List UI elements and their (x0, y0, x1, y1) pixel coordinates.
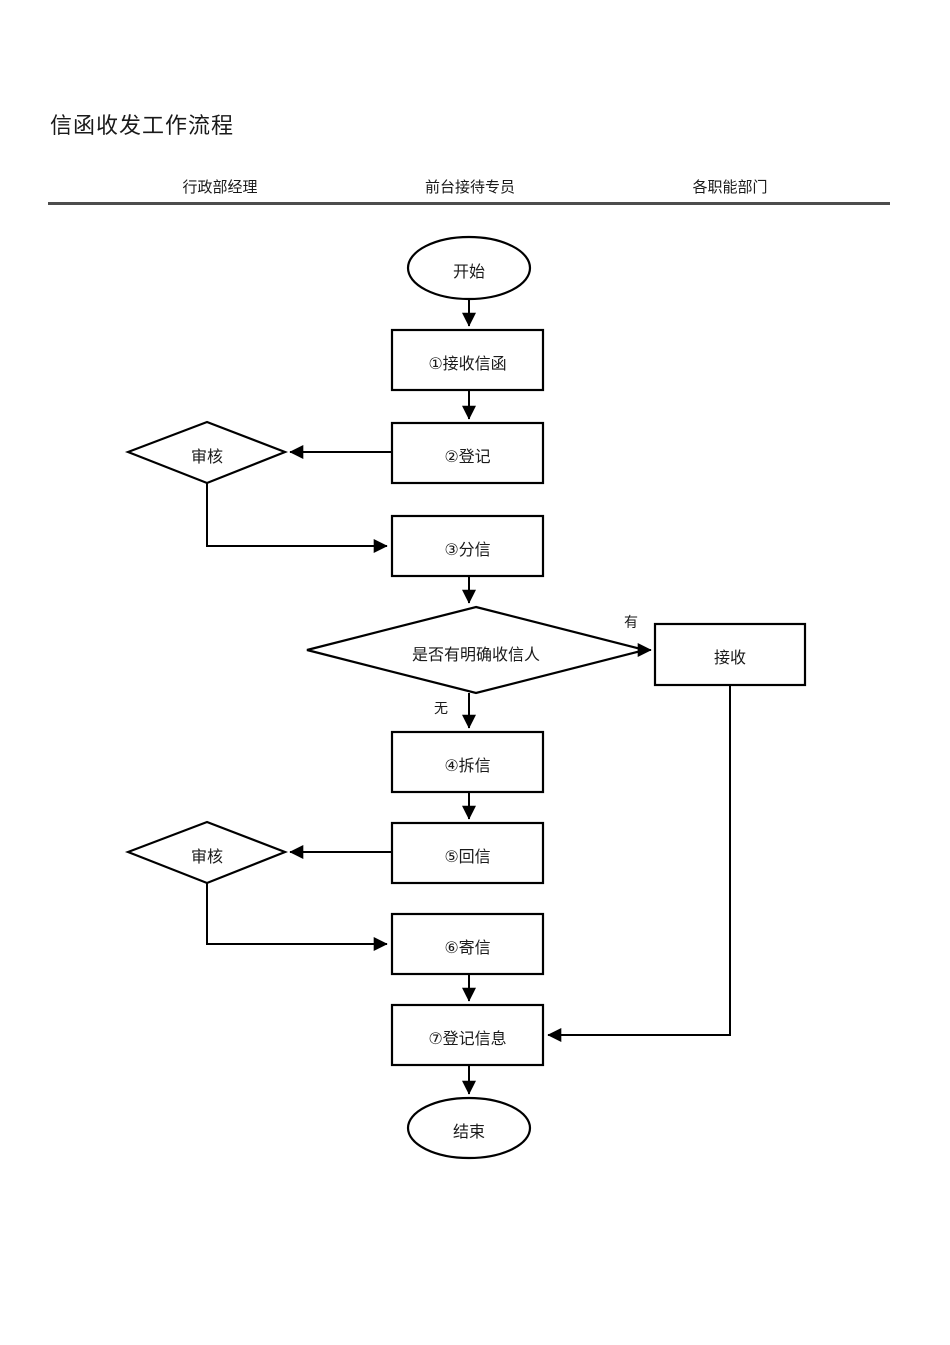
node-review2[interactable] (128, 822, 285, 883)
node-step7-shape (390, 1003, 545, 1067)
node-end-shape (406, 1096, 532, 1160)
node-step6-shape (390, 912, 545, 976)
page-title: 信函收发工作流程 (50, 114, 235, 139)
node-end[interactable] (408, 1098, 530, 1158)
node-step3-shape (390, 514, 545, 578)
column-header-departments: 各职能部门 (692, 178, 768, 196)
node-step1-shape (390, 328, 545, 392)
node-receive[interactable] (655, 624, 805, 685)
edge-review1-to-step3 (206, 483, 388, 553)
node-step2[interactable] (392, 423, 543, 483)
node-step2-shape (390, 421, 545, 485)
node-step6[interactable] (392, 914, 543, 974)
column-header-admin-manager: 行政部经理 (182, 178, 258, 196)
node-step4-shape (390, 730, 545, 794)
node-decision-shape (306, 605, 646, 695)
node-receive-shape (653, 622, 807, 687)
node-step3[interactable] (392, 516, 543, 576)
header-divider (48, 202, 890, 205)
edge-label-no: 无 (434, 701, 448, 717)
node-decision-has-recipient[interactable] (307, 607, 645, 693)
node-step1[interactable] (392, 330, 543, 390)
column-header-front-desk: 前台接待专员 (424, 178, 515, 196)
node-review1[interactable] (128, 422, 285, 483)
node-step7[interactable] (392, 1005, 543, 1065)
edge-receive-to-step7 (547, 685, 731, 1042)
edge-label-yes: 有 (624, 615, 638, 631)
node-step4[interactable] (392, 732, 543, 792)
node-step5[interactable] (392, 823, 543, 883)
node-start[interactable] (408, 237, 530, 299)
edge-review2-to-step6 (206, 883, 388, 951)
